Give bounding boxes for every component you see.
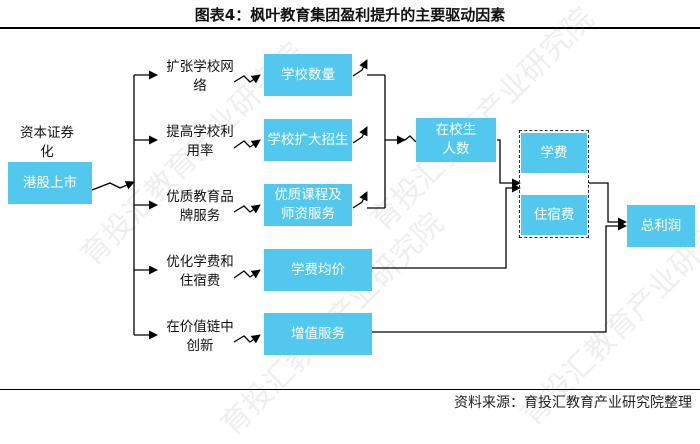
lever-arrow-4 xyxy=(233,269,261,279)
boarding-box: 住宿费 xyxy=(521,195,587,235)
tuition-box: 学费 xyxy=(521,133,587,173)
result-arrow-3 xyxy=(352,191,368,209)
title-rule xyxy=(0,27,700,29)
enrollment-to-fees xyxy=(497,139,521,188)
lever-label-2: 提高学校利用率 xyxy=(166,124,234,159)
ipo-to-trunk xyxy=(91,181,135,191)
ipo-box: 港股上市 xyxy=(8,162,92,204)
chart-title: 图表4：枫叶教育集团盈利提升的主要驱动因素 xyxy=(194,6,506,24)
lever-label-1: 扩张学校网络 xyxy=(166,59,234,94)
total-profit-box: 总利润 xyxy=(627,205,695,247)
result-arrow-1 xyxy=(352,59,368,77)
result-box-value-added: 增值服务 xyxy=(264,313,372,355)
fees-group xyxy=(519,130,589,238)
bottom-rule xyxy=(0,389,700,390)
lever-label-5: 在价值链中创新 xyxy=(166,319,234,354)
result-box-average-tuition: 学费均价 xyxy=(264,249,372,291)
lever-label-4: 优化学费和住宿费 xyxy=(166,254,234,289)
lever-label-3: 优质教育品牌服务 xyxy=(166,189,234,224)
enrollment-box: 在校生人数 xyxy=(416,118,496,162)
source-note: 资料来源：育投汇教育产业研究院整理 xyxy=(454,395,692,411)
capital-label: 资本证券化 xyxy=(20,125,74,160)
connector-lines xyxy=(91,59,627,344)
lever-arrow-5 xyxy=(233,334,261,344)
valueadd-to-profit xyxy=(372,221,627,333)
lever-arrow-3 xyxy=(233,204,261,214)
result-box-school-count: 学校数量 xyxy=(264,54,352,96)
result-box-quality-services: 优质课程及师资服务 xyxy=(264,184,352,226)
tuition-price-path xyxy=(372,183,521,269)
result-box-enrollment-expansion: 学校扩大招生 xyxy=(264,119,352,161)
fees-to-profit xyxy=(589,182,627,227)
lever-arrow-2 xyxy=(233,139,261,149)
lever-arrow-1 xyxy=(233,74,261,84)
result-arrow-2 xyxy=(352,126,368,144)
